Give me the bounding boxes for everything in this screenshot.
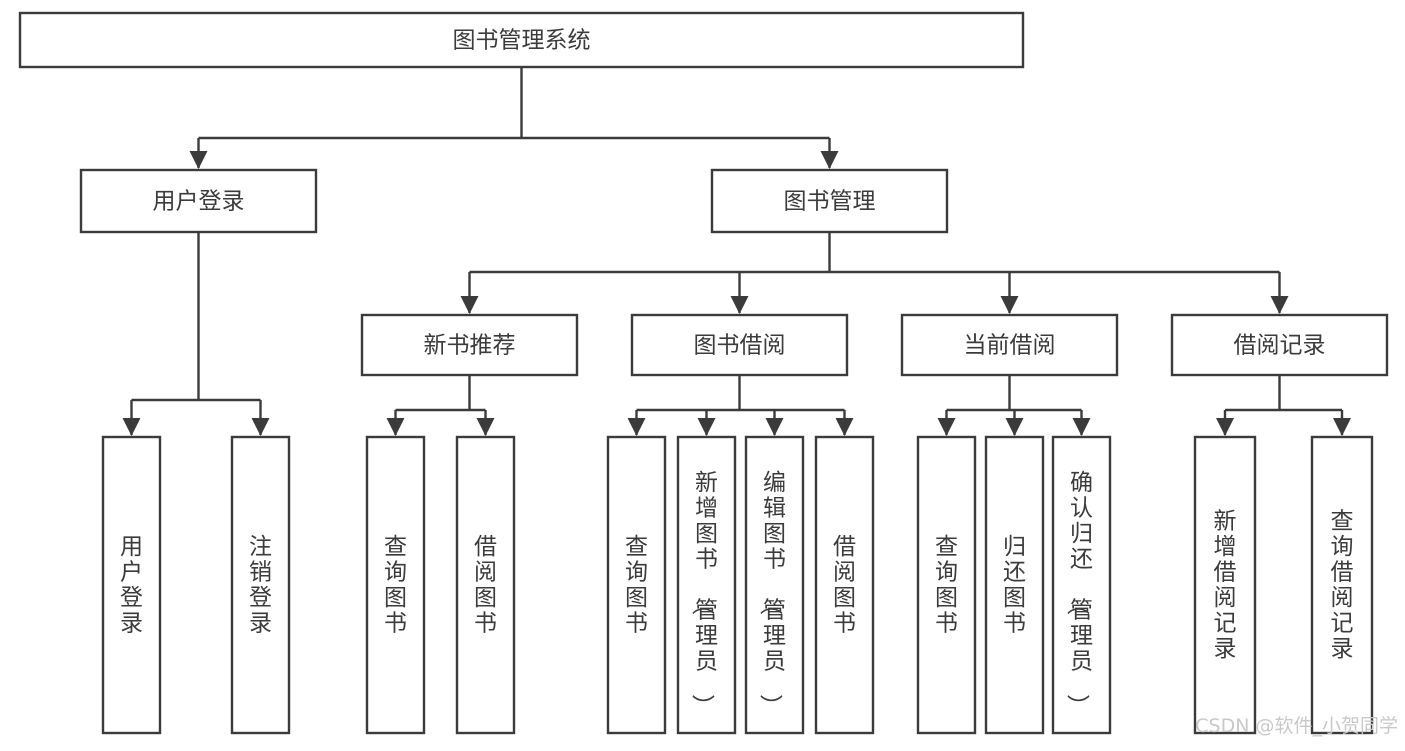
node-label: 借阅记录 (1234, 333, 1326, 359)
arrow-head-icon (1000, 296, 1019, 314)
node-label: 查询图书 (384, 534, 407, 637)
branch-node-shape (710, 168, 949, 234)
connectors-layer (122, 67, 1351, 436)
leaf-node-shape (455, 435, 516, 735)
node-user-login[interactable]: 用户登录 (79, 168, 318, 234)
node-leaf-query-book-3[interactable]: 查询图书 (916, 435, 977, 735)
node-leaf-borrow-book-1[interactable]: 借阅图书 (455, 435, 516, 735)
branch-node-shape (900, 313, 1119, 377)
branch-node-shape (1170, 313, 1389, 377)
arrow-head-icon (1072, 418, 1091, 436)
node-label: 图书管理系统 (453, 28, 591, 54)
node-label: 新增借阅记录 (1214, 508, 1237, 662)
node-leaf-add-record[interactable]: 新增借阅记录 (1193, 435, 1257, 735)
arrow-head-icon (122, 418, 141, 436)
node-label: 图书借阅 (694, 333, 786, 359)
node-root[interactable]: 图书管理系统 (18, 11, 1025, 69)
leaf-node-shape (1051, 435, 1112, 735)
node-leaf-query-book-1[interactable]: 查询图书 (365, 435, 426, 735)
leaf-node-shape (1193, 435, 1257, 735)
node-leaf-logout[interactable]: 注销登录 (230, 435, 291, 735)
leaf-node-shape (676, 435, 737, 735)
leaf-node-shape (744, 435, 805, 735)
arrow-head-icon (765, 418, 784, 436)
arrow-head-icon (476, 418, 495, 436)
arrow-head-icon (189, 151, 208, 169)
node-leaf-borrow-book-2[interactable]: 借阅图书 (814, 435, 875, 735)
arrow-head-icon (1216, 418, 1234, 436)
node-label: 借阅图书 (833, 534, 856, 637)
arrow-head-icon (937, 418, 956, 436)
arrow-head-icon (1005, 418, 1024, 436)
node-label: 编辑图书（管理员） (757, 470, 786, 717)
arrow-head-icon (627, 418, 646, 436)
leaf-node-shape (230, 435, 291, 735)
leaf-node-shape (365, 435, 426, 735)
node-label: 借阅图书 (474, 534, 497, 637)
node-label: 查询图书 (935, 534, 958, 637)
node-label: 查询图书 (625, 534, 648, 637)
node-leaf-user-login[interactable]: 用户登录 (101, 435, 162, 735)
node-current-borrow[interactable]: 当前借阅 (900, 313, 1119, 377)
node-label: 图书管理 (784, 189, 876, 215)
branch-node-shape (630, 313, 849, 377)
node-leaf-confirm-return[interactable]: 确认归还（管理员） (1051, 435, 1112, 735)
leaf-node-shape (814, 435, 875, 735)
arrow-head-icon (1270, 296, 1289, 314)
leaf-node-shape (1310, 435, 1374, 735)
nodes-layer: 图书管理系统用户登录图书管理新书推荐图书借阅当前借阅借阅记录用户登录注销登录查询… (18, 11, 1389, 735)
arrow-head-icon (730, 296, 749, 314)
arrow-head-icon (1333, 418, 1351, 436)
arrow-head-icon (835, 418, 854, 436)
node-label: 归还图书 (1003, 534, 1026, 637)
node-leaf-add-book[interactable]: 新增图书（管理员） (676, 435, 737, 735)
node-new-book-recommend[interactable]: 新书推荐 (360, 313, 579, 377)
node-label: 新增图书（管理员） (689, 470, 718, 717)
node-book-management[interactable]: 图书管理 (710, 168, 949, 234)
arrow-head-icon (820, 151, 839, 169)
csdn-watermark: CSDN @软件_小贺同学 (1195, 715, 1398, 737)
node-label: 注销登录 (249, 534, 272, 637)
leaf-node-shape (916, 435, 977, 735)
node-label: 确认归还（管理员） (1064, 470, 1093, 717)
leaf-node-shape (984, 435, 1045, 735)
branch-node-shape (360, 313, 579, 377)
arrow-head-icon (460, 296, 479, 314)
node-leaf-return-book[interactable]: 归还图书 (984, 435, 1045, 735)
branch-node-shape (79, 168, 318, 234)
node-label: 新书推荐 (424, 333, 516, 359)
arrow-head-icon (251, 418, 270, 436)
root-node-shape (18, 11, 1025, 69)
node-leaf-edit-book[interactable]: 编辑图书（管理员） (744, 435, 805, 735)
node-book-borrow[interactable]: 图书借阅 (630, 313, 849, 377)
arrow-head-icon (386, 418, 405, 436)
node-label: 当前借阅 (964, 333, 1056, 359)
leaf-node-shape (101, 435, 162, 735)
node-leaf-query-book-2[interactable]: 查询图书 (606, 435, 667, 735)
node-label: 查询借阅记录 (1331, 508, 1354, 662)
node-borrow-record[interactable]: 借阅记录 (1170, 313, 1389, 377)
node-label: 用户登录 (120, 534, 143, 637)
node-leaf-query-record[interactable]: 查询借阅记录 (1310, 435, 1374, 735)
leaf-node-shape (606, 435, 667, 735)
node-label: 用户登录 (153, 189, 245, 215)
arrow-head-icon (697, 418, 716, 436)
